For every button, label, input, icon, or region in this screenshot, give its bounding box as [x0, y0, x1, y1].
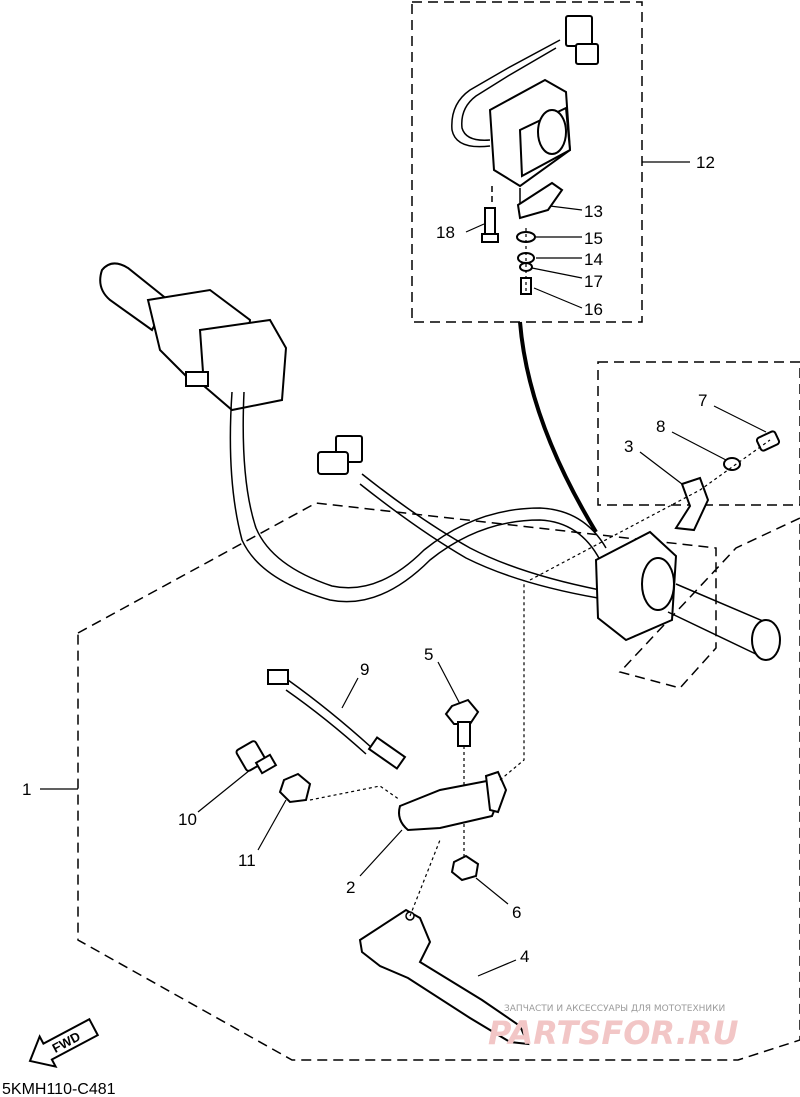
- callout-2: 2: [346, 878, 355, 897]
- callout-17: 17: [584, 272, 603, 291]
- watermark-tagline: ЗАПЧАСТИ И АКСЕССУАРЫ ДЛЯ МОТОТЕХНИКИ: [504, 1004, 725, 1014]
- nut-6: [450, 854, 480, 882]
- fwd-arrow-icon: FWD: [28, 1017, 100, 1069]
- lever-holder-2: [398, 580, 525, 832]
- callout-14: 14: [584, 250, 603, 269]
- watermark-logo: PARTSFOR.RU: [488, 1014, 738, 1052]
- lever-assembly-box: [77, 502, 800, 1061]
- clutch-switch-cable-9: [267, 669, 407, 770]
- lower-switch-grip: [594, 530, 781, 661]
- callout-numbers: 1 2 3 4 5 6 7 8 9 10 11 12 13 14 15 16 1…: [22, 153, 715, 966]
- callout-leaders: [40, 161, 767, 977]
- switch-cable: [518, 321, 598, 534]
- lever-4: [358, 839, 530, 1046]
- bolt-5: [444, 698, 480, 860]
- screw-16: [520, 277, 532, 295]
- callout-4: 4: [520, 947, 529, 966]
- callout-15: 15: [584, 229, 603, 248]
- watermark: ЗАПЧАСТИ И АКСЕССУАРЫ ДЛЯ МОТОТЕХНИКИ PA…: [488, 1004, 738, 1052]
- callout-8: 8: [656, 417, 665, 436]
- clamp-13: [516, 181, 564, 220]
- callout-11: 11: [238, 851, 256, 870]
- callout-12: 12: [696, 153, 715, 172]
- grip-end-cap: [751, 619, 781, 661]
- fastener-stack: [481, 181, 564, 295]
- callout-16: 16: [584, 300, 603, 319]
- bracket-3: [674, 476, 710, 532]
- locknut-11: [278, 772, 401, 804]
- callout-9: 9: [360, 660, 369, 679]
- callout-7: 7: [698, 391, 707, 410]
- bracket-box: [597, 361, 800, 506]
- callout-10: 10: [178, 810, 197, 829]
- callout-1: 1: [22, 780, 31, 799]
- callout-5: 5: [424, 645, 433, 664]
- washer-8: [723, 457, 741, 471]
- callout-3: 3: [624, 437, 633, 456]
- wire-harness: [317, 435, 601, 599]
- callout-6: 6: [512, 903, 521, 922]
- throttle-grip: [99, 262, 607, 603]
- switch-assembly-box: [411, 1, 643, 323]
- diagram-code: 5KMH110-C481: [2, 1081, 116, 1097]
- group-outlines: [77, 1, 800, 1061]
- adjuster-10: [235, 740, 278, 775]
- handlebar-switch-12: [451, 15, 599, 205]
- callout-13: 13: [584, 202, 603, 221]
- bracket-parts: [529, 430, 781, 581]
- callout-18: 18: [436, 223, 455, 242]
